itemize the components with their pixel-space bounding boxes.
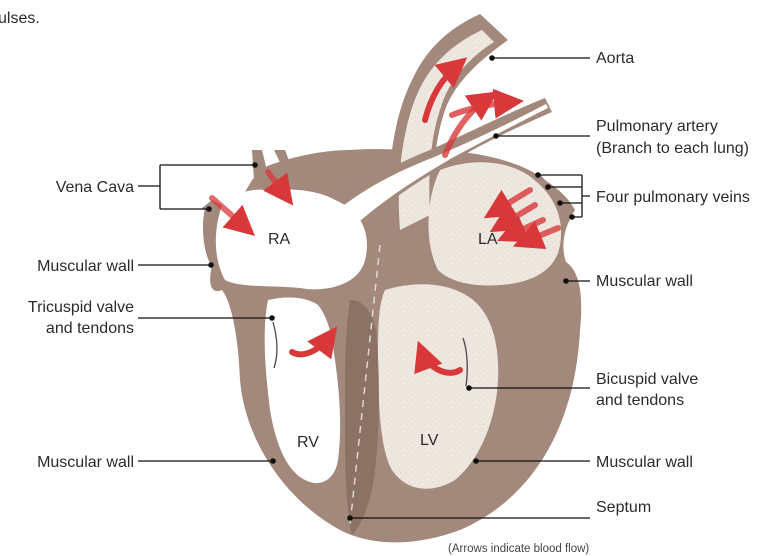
chamber-label-ra: RA bbox=[268, 231, 291, 248]
label-vena-cava: Vena Cava bbox=[56, 179, 134, 196]
label-pulmonary-artery-line1: Pulmonary artery bbox=[596, 118, 718, 135]
label-bicuspid-line1: Bicuspid valve bbox=[596, 371, 698, 388]
label-bicuspid-line2: and tendons bbox=[596, 392, 684, 409]
label-muscular-wall-right-lower: Muscular wall bbox=[596, 454, 693, 471]
label-pulmonary-artery-line2: (Branch to each lung) bbox=[596, 140, 749, 157]
chamber-label-la: LA bbox=[478, 231, 498, 248]
heart-illustration bbox=[202, 14, 581, 542]
label-muscular-wall-right-upper: Muscular wall bbox=[596, 273, 693, 290]
footnote-blood-flow: (Arrows indicate blood flow) bbox=[448, 543, 589, 555]
chamber-label-lv: LV bbox=[420, 432, 439, 449]
label-muscular-wall-left-upper: Muscular wall bbox=[37, 258, 134, 275]
label-septum: Septum bbox=[596, 499, 651, 516]
label-tricuspid-line2: and tendons bbox=[46, 320, 134, 337]
chamber-label-rv: RV bbox=[297, 434, 319, 451]
label-tricuspid-line1: Tricuspid valve bbox=[28, 299, 134, 316]
label-aorta: Aorta bbox=[596, 50, 634, 67]
intro-text-fragment: ulses. bbox=[0, 10, 40, 27]
label-muscular-wall-left-lower: Muscular wall bbox=[37, 454, 134, 471]
label-four-pulmonary-veins: Four pulmonary veins bbox=[596, 189, 750, 206]
